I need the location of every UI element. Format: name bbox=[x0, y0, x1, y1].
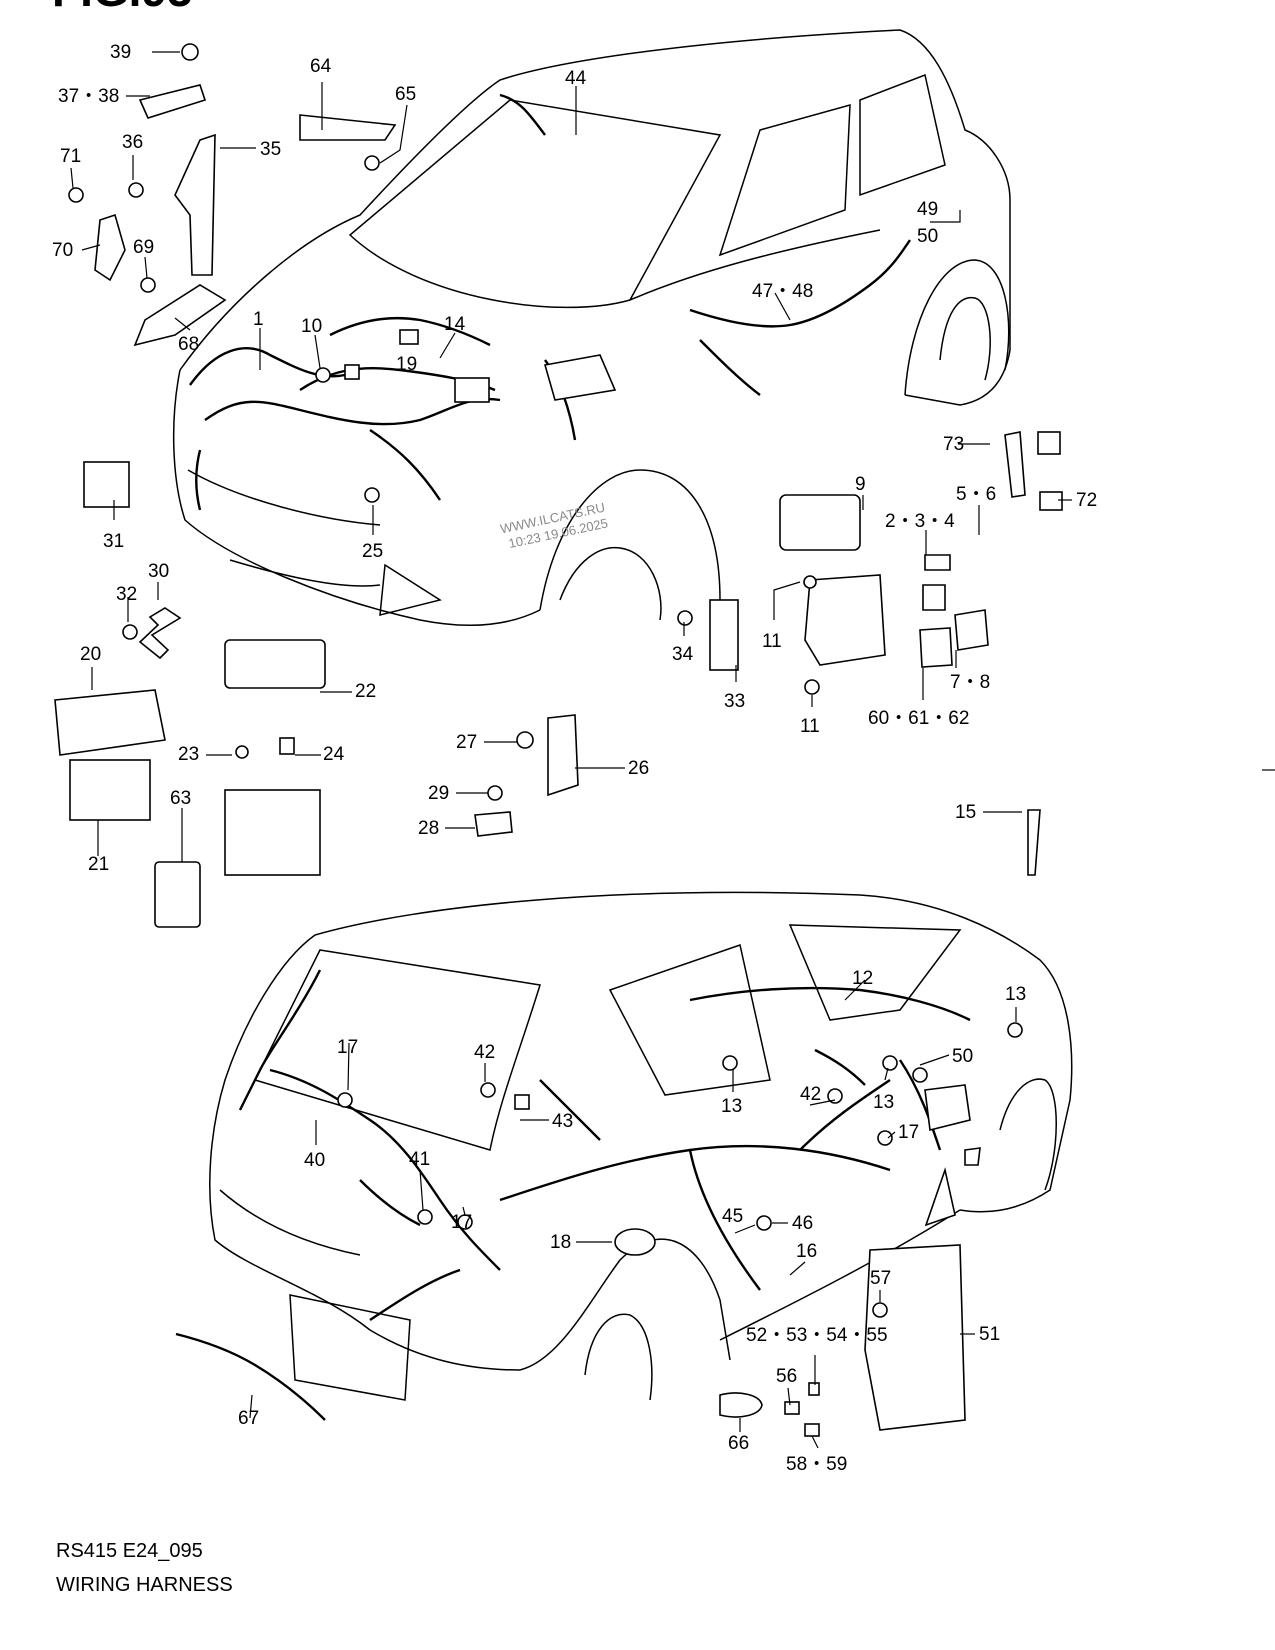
front-parts bbox=[54, 43, 1063, 928]
callout-label: 60・61・62 bbox=[868, 708, 969, 729]
callout-label: 11 bbox=[800, 716, 820, 737]
callout-label: 45 bbox=[722, 1206, 743, 1227]
callout-label: 70 bbox=[52, 240, 73, 261]
callout-label: 57 bbox=[870, 1268, 891, 1289]
callout-label: 7・8 bbox=[950, 672, 990, 693]
callout-label: 43 bbox=[552, 1111, 573, 1132]
callout-label: 35 bbox=[260, 139, 281, 160]
callout-label: 2・3・4 bbox=[885, 511, 955, 532]
callout-label: 71 bbox=[60, 146, 81, 167]
callout-label: 51 bbox=[979, 1324, 1000, 1345]
callout-label: 36 bbox=[122, 132, 143, 153]
callout-labels: 39 37・38 64 65 44 36 35 71 70 69 68 1 10… bbox=[52, 42, 1097, 1475]
rear-car-body bbox=[209, 891, 1073, 1401]
rear-parts bbox=[337, 1022, 1023, 1437]
callout-label: 23 bbox=[178, 744, 199, 765]
callout-label: 69 bbox=[133, 237, 154, 258]
callout-label: 19 bbox=[396, 354, 417, 375]
callout-label: 28 bbox=[418, 818, 439, 839]
callout-label: 5・6 bbox=[956, 484, 996, 505]
callout-label: 33 bbox=[724, 691, 745, 712]
callout-label: 56 bbox=[776, 1366, 797, 1387]
callout-label: 72 bbox=[1076, 490, 1097, 511]
callout-label: 17 bbox=[451, 1212, 472, 1233]
callout-label: 50 bbox=[952, 1046, 973, 1067]
callout-label: 12 bbox=[852, 968, 873, 989]
front-harness-wires bbox=[189, 93, 911, 511]
callout-label: 9 bbox=[855, 474, 866, 495]
callout-label: 27 bbox=[456, 732, 477, 753]
callout-label: 16 bbox=[796, 1241, 817, 1262]
callout-label: 40 bbox=[304, 1150, 325, 1171]
callout-label: 13 bbox=[1005, 984, 1026, 1005]
callout-label: 65 bbox=[395, 84, 416, 105]
callout-label: 39 bbox=[110, 42, 131, 63]
callout-label: 42 bbox=[474, 1042, 495, 1063]
callout-label: 58・59 bbox=[786, 1454, 847, 1475]
callout-label: 73 bbox=[943, 434, 964, 455]
callout-label: 46 bbox=[792, 1213, 813, 1234]
callout-label: 24 bbox=[323, 744, 345, 765]
callout-label: 1 bbox=[253, 309, 264, 330]
callout-label: 11 bbox=[762, 631, 782, 652]
callout-label: 30 bbox=[148, 561, 169, 582]
callout-label: 47・48 bbox=[752, 281, 813, 302]
callout-label: 34 bbox=[672, 644, 694, 665]
watermark: WWW.ILCATS.RU 10:23 19.06.2025 bbox=[499, 500, 609, 551]
rear-harness-wires bbox=[175, 969, 971, 1421]
callout-label: 63 bbox=[170, 788, 191, 809]
callout-label: 20 bbox=[80, 644, 101, 665]
callout-label: 32 bbox=[116, 584, 137, 605]
callout-label: 21 bbox=[88, 854, 109, 875]
callout-label: 37・38 bbox=[58, 86, 119, 107]
callout-label: 50 bbox=[917, 226, 938, 247]
callout-label: 49 bbox=[917, 199, 938, 220]
callout-label: 67 bbox=[238, 1408, 259, 1429]
callout-label: 17 bbox=[337, 1037, 358, 1058]
callout-label: 22 bbox=[355, 681, 376, 702]
callout-label: 18 bbox=[550, 1232, 571, 1253]
callout-label: 64 bbox=[310, 56, 332, 77]
callout-label: 13 bbox=[721, 1096, 742, 1117]
callout-label: 26 bbox=[628, 758, 649, 779]
diagram-title: WIRING HARNESS bbox=[56, 1574, 233, 1596]
callout-label: 15 bbox=[955, 802, 976, 823]
leader-lines bbox=[70, 51, 1072, 1449]
diagram-code: RS415 E24_095 bbox=[56, 1540, 203, 1562]
callout-label: 25 bbox=[362, 541, 383, 562]
callout-label: 17 bbox=[898, 1122, 919, 1143]
callout-label: 31 bbox=[103, 531, 124, 552]
callout-label: 41 bbox=[409, 1149, 430, 1170]
front-car-body bbox=[172, 29, 1011, 626]
callout-label: 44 bbox=[565, 68, 587, 89]
callout-label: 68 bbox=[178, 334, 199, 355]
callout-label: 42 bbox=[800, 1084, 821, 1105]
callout-label: 14 bbox=[444, 314, 466, 335]
callout-label: 66 bbox=[728, 1433, 749, 1454]
callout-label: 13 bbox=[873, 1092, 894, 1113]
callout-label: 29 bbox=[428, 783, 449, 804]
figure-number: FIG.95 bbox=[52, 0, 193, 16]
callout-label: 10 bbox=[301, 316, 322, 337]
callout-label: 52・53・54・55 bbox=[746, 1325, 888, 1346]
